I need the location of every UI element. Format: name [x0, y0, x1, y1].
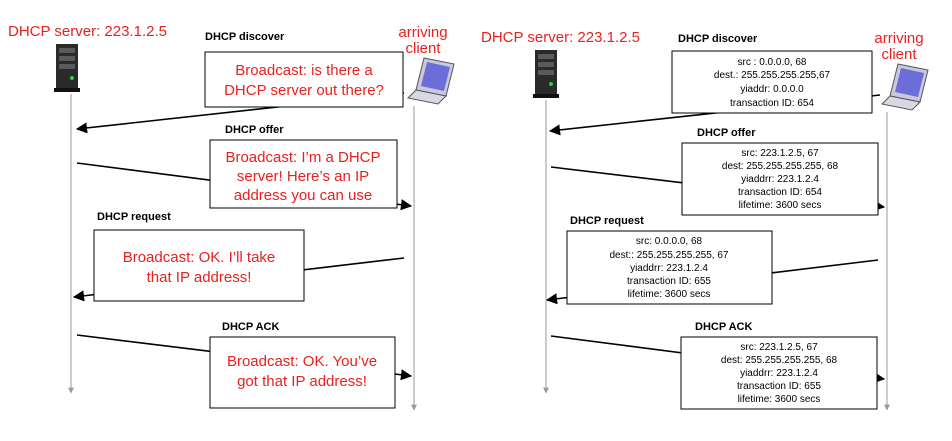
right-discover-line: yiaddr: 0.0.0.0	[740, 84, 804, 95]
left-client-label-line2: client	[405, 40, 441, 57]
right-server-label: DHCP server: 223.1.2.5	[481, 29, 640, 46]
right-discover-line: dest.: 255.255.255.255,67	[714, 70, 831, 81]
left-ack-line: Broadcast: OK. You’ve	[227, 353, 377, 370]
left-step-title: DHCP request	[97, 211, 171, 223]
left-request-line: that IP address!	[147, 269, 252, 286]
right-step-title: DHCP request	[570, 215, 644, 227]
right-ack-line: yiaddrr: 223.1.2.4	[740, 368, 818, 379]
right-ack-line: lifetime: 3600 secs	[738, 394, 821, 405]
right-client-label-line2: client	[881, 46, 917, 63]
right-ack-line: transaction ID: 655	[737, 381, 821, 392]
right-offer-line: transaction ID: 654	[738, 187, 822, 198]
left-panel: DHCP server: 223.1.2.5 arriving client D…	[8, 23, 455, 411]
right-request-line: yiaddrr: 223.1.2.4	[630, 263, 708, 274]
right-ack-line: dest: 255.255.255.255, 68	[721, 355, 838, 366]
server-icon	[54, 44, 80, 92]
right-request-line: transaction ID: 655	[627, 276, 711, 287]
right-discover-line: src : 0.0.0.0, 68	[738, 57, 807, 68]
right-discover-line: transaction ID: 654	[730, 98, 814, 109]
left-client-label-line1: arriving	[398, 24, 447, 41]
left-offer-line: address you can use	[234, 187, 372, 204]
right-step-title: DHCP discover	[678, 33, 758, 45]
left-step-title: DHCP offer	[225, 124, 284, 136]
right-offer-line: lifetime: 3600 secs	[739, 200, 822, 211]
left-offer-line: server! Here’s an IP	[237, 168, 369, 185]
left-ack-line: got that IP address!	[237, 373, 367, 390]
right-panel: DHCP server: 223.1.2.5 arriving client D…	[481, 29, 929, 411]
right-offer-line: src: 223.1.2.5, 67	[741, 148, 819, 159]
left-step-title: DHCP ACK	[222, 321, 280, 333]
right-request-line: lifetime: 3600 secs	[628, 289, 711, 300]
left-discover-line: DHCP server out there?	[224, 82, 384, 99]
left-offer-line: Broadcast: I’m a DHCP	[225, 149, 380, 166]
right-ack-box	[680, 336, 878, 410]
server-icon	[533, 50, 559, 98]
right-step-title: DHCP ACK	[695, 321, 753, 333]
left-discover-box	[204, 51, 404, 108]
right-offer-line: dest: 255.255.255.255, 68	[722, 161, 839, 172]
right-request-box	[566, 230, 773, 305]
right-offer-line: yiaddrr: 223.1.2.4	[741, 174, 819, 185]
left-request-box	[93, 229, 305, 302]
right-request-line: dest:: 255.255.255.255, 67	[610, 250, 729, 261]
right-ack-line: src: 223.1.2.5, 67	[740, 342, 818, 353]
left-discover-line: Broadcast: is there a	[235, 62, 373, 79]
laptop-icon	[880, 63, 929, 111]
right-discover-box	[671, 50, 873, 114]
right-step-title: DHCP offer	[697, 127, 756, 139]
right-offer-box	[681, 142, 879, 216]
left-ack-box	[209, 336, 396, 409]
laptop-icon	[406, 57, 455, 105]
left-offer-box	[209, 139, 398, 209]
right-client-label-line1: arriving	[874, 30, 923, 47]
left-server-label: DHCP server: 223.1.2.5	[8, 23, 167, 40]
left-step-title: DHCP discover	[205, 31, 285, 43]
right-request-line: src: 0.0.0.0, 68	[636, 236, 703, 247]
left-request-line: Broadcast: OK. I’ll take	[123, 249, 276, 266]
